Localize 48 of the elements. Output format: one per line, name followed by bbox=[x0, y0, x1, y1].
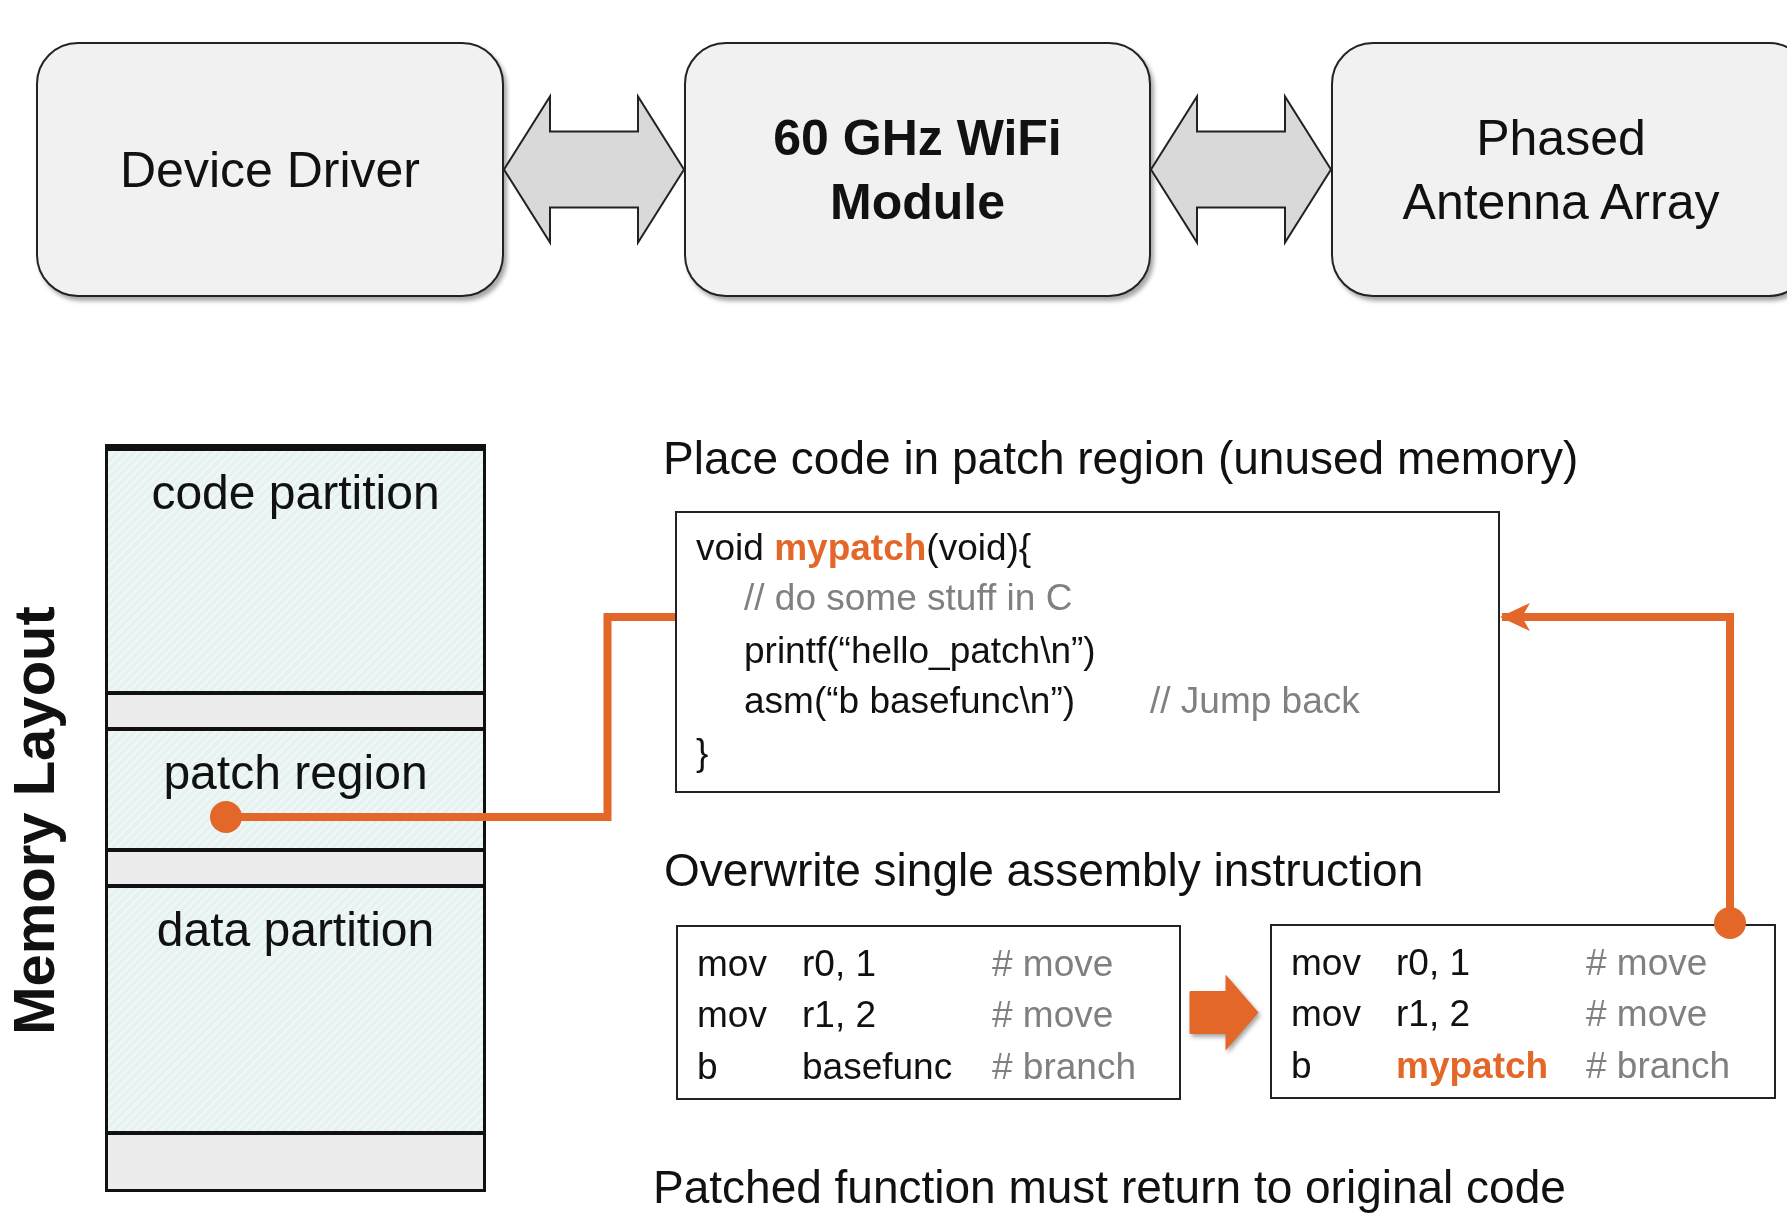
code-token: r1, 2 bbox=[1396, 993, 1471, 1035]
section-heading: Place code in patch region (unused memory) bbox=[663, 431, 1579, 485]
section-heading: Overwrite single assembly instruction bbox=[664, 843, 1424, 897]
code-line: printf(“hello_patch\n”) bbox=[744, 630, 1096, 672]
code-comment: # branch bbox=[992, 1046, 1136, 1088]
block-arrow bbox=[1189, 975, 1259, 1050]
code-token: r1, 2 bbox=[802, 994, 877, 1036]
memory-partition bbox=[108, 727, 483, 852]
memory-gap bbox=[108, 852, 483, 884]
caption-text: Patched function must return to original code bbox=[653, 1160, 1566, 1214]
block-arrow bbox=[502, 93, 686, 246]
code-token: basefunc bbox=[802, 1046, 953, 1088]
code-comment: # move bbox=[992, 943, 1114, 985]
block-arrow bbox=[1149, 93, 1333, 246]
code-token: mov bbox=[1291, 942, 1361, 984]
section-heading: Memory Layout bbox=[0, 605, 67, 1037]
code-token: mov bbox=[697, 994, 767, 1036]
code-token: mov bbox=[697, 943, 767, 985]
code-token: b bbox=[697, 1046, 718, 1088]
code-token: r0, 1 bbox=[802, 943, 877, 985]
code-comment: # move bbox=[1586, 993, 1708, 1035]
code-comment: # move bbox=[992, 994, 1114, 1036]
code-token: mypatch bbox=[1396, 1045, 1549, 1087]
code-line: void mypatch(void){ bbox=[696, 527, 1032, 569]
code-line: asm(“b basefunc\n”) bbox=[744, 680, 1076, 722]
code-comment: // do some stuff in C bbox=[744, 577, 1073, 619]
memory-gap bbox=[108, 1135, 483, 1189]
box-label: Device Driver bbox=[118, 140, 422, 200]
memory-partition bbox=[108, 447, 483, 695]
process-box bbox=[684, 42, 1151, 297]
code-token: b bbox=[1291, 1045, 1312, 1087]
process-box bbox=[1331, 42, 1787, 297]
assembly-box bbox=[1270, 924, 1776, 1099]
box-label: 60 GHz WiFi Module bbox=[772, 108, 1063, 232]
partition-label: data partition bbox=[155, 902, 436, 957]
code-line: } bbox=[696, 732, 709, 774]
code-token: mov bbox=[1291, 993, 1361, 1035]
partition-label: patch region bbox=[162, 745, 429, 800]
process-box bbox=[36, 42, 504, 297]
code-comment: // Jump back bbox=[1150, 680, 1360, 722]
partition-label: code partition bbox=[150, 465, 441, 520]
code-comment: # branch bbox=[1586, 1045, 1730, 1087]
box-label: Phased Antenna Array bbox=[1401, 108, 1721, 232]
connector-arrow bbox=[1500, 603, 1746, 939]
memory-partition bbox=[108, 884, 483, 1135]
code-token: r0, 1 bbox=[1396, 942, 1471, 984]
memory-gap bbox=[108, 695, 483, 727]
code-comment: # move bbox=[1586, 942, 1708, 984]
